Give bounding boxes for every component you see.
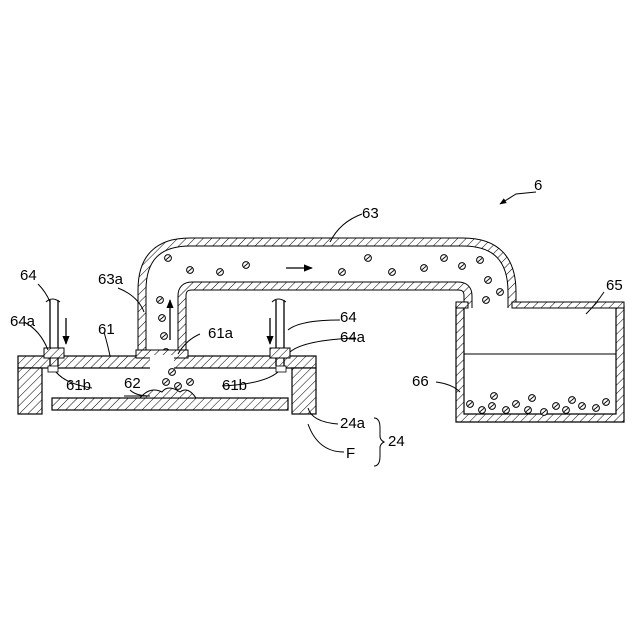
left-nozzle	[44, 299, 66, 366]
label-65: 65	[606, 277, 623, 294]
label-63a: 63a	[98, 271, 124, 288]
label-64-left: 64	[20, 267, 37, 284]
label-F: F	[346, 445, 355, 462]
label-62: 62	[124, 375, 141, 392]
label-24a: 24a	[340, 415, 366, 432]
collection-container	[456, 302, 624, 422]
suction-head	[18, 350, 316, 414]
label-61b-right: 61b	[222, 377, 247, 394]
right-nozzle	[270, 299, 290, 366]
label-61b-left: 61b	[66, 377, 91, 394]
label-61: 61	[98, 321, 115, 338]
label-24: 24	[388, 433, 405, 450]
label-61a: 61a	[208, 325, 234, 342]
label-63: 63	[362, 205, 379, 222]
label-6: 6	[534, 177, 542, 194]
label-64-right: 64	[340, 309, 357, 326]
label-64a-right: 64a	[340, 329, 366, 346]
label-64a-left: 64a	[10, 313, 36, 330]
label-66: 66	[412, 373, 429, 390]
